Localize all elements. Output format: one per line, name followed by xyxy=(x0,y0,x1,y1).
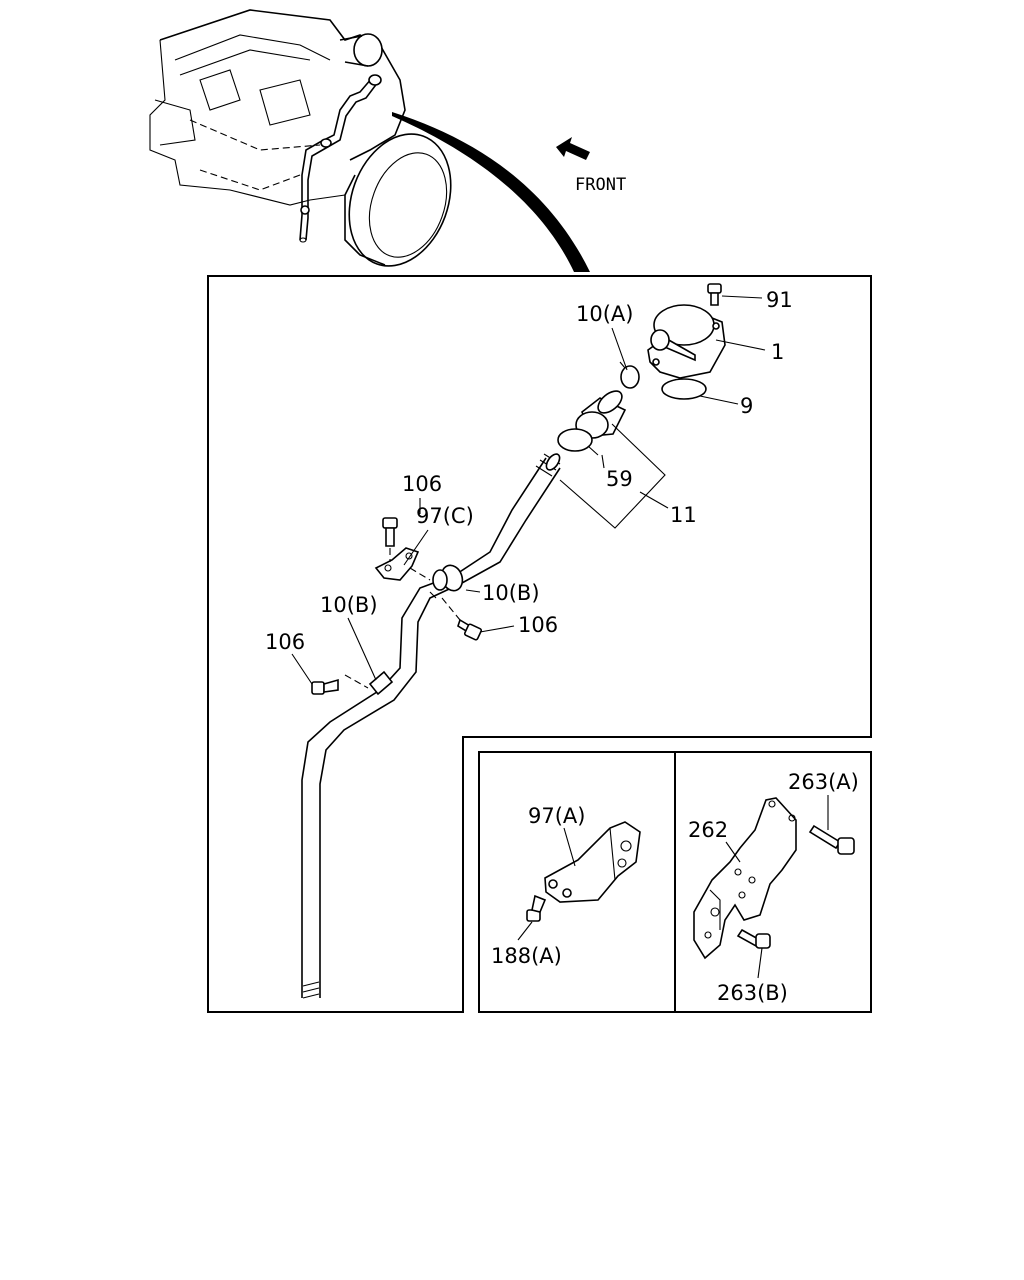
bolt-263b xyxy=(736,928,771,949)
inset-frame-right xyxy=(674,751,872,1013)
clamp-10b-right xyxy=(429,564,464,599)
detail-callout-arrow xyxy=(392,112,590,272)
callout-106-left: 106 xyxy=(265,630,305,654)
clamp-10b-left xyxy=(344,670,394,696)
bolt-106-top xyxy=(382,517,398,562)
callout-91: 91 xyxy=(766,288,793,312)
bracket-97c xyxy=(374,547,431,581)
callout-263b: 263(B) xyxy=(717,981,788,1005)
front-label: FRONT xyxy=(575,175,626,195)
callout-188a: 188(A) xyxy=(491,944,562,968)
front-direction-arrow xyxy=(556,137,590,160)
callout-97a: 97(A) xyxy=(528,804,585,828)
callout-10b-right: 10(B) xyxy=(482,581,540,605)
callout-263a: 263(A) xyxy=(788,770,859,794)
bolt-106-mid xyxy=(441,597,483,641)
bolt-188a xyxy=(526,894,547,922)
callout-106-mid: 106 xyxy=(518,613,558,637)
callout-9: 9 xyxy=(740,394,753,418)
callout-106-top: 106 xyxy=(402,472,442,496)
clamp-10a xyxy=(619,361,640,389)
bracket-262 xyxy=(693,797,797,960)
clamp-ring xyxy=(557,428,593,452)
callout-97c: 97(C) xyxy=(416,504,474,528)
engine-overview-illustration xyxy=(149,9,452,267)
o-ring-9 xyxy=(661,378,707,400)
leader-lines-main xyxy=(291,295,766,685)
main-detail-frame xyxy=(207,275,872,1013)
pipe-11 xyxy=(301,453,561,999)
bolt-106-left xyxy=(311,678,339,695)
callout-11: 11 xyxy=(670,503,697,527)
callout-59: 59 xyxy=(606,467,633,491)
callout-262: 262 xyxy=(688,818,728,842)
callout-10b-left: 10(B) xyxy=(320,593,378,617)
callout-1: 1 xyxy=(771,340,784,364)
thermostat-housing-part xyxy=(647,304,726,379)
callout-10a: 10(A) xyxy=(576,302,633,326)
bolt-91 xyxy=(707,283,722,306)
bolt-263a xyxy=(808,824,855,855)
callout-labels: 91 1 10(A) 9 59 11 106 97(C) 10(B) 106 1… xyxy=(265,288,859,1005)
bracket-97a xyxy=(544,821,641,903)
leader-lines-inset xyxy=(517,795,829,979)
